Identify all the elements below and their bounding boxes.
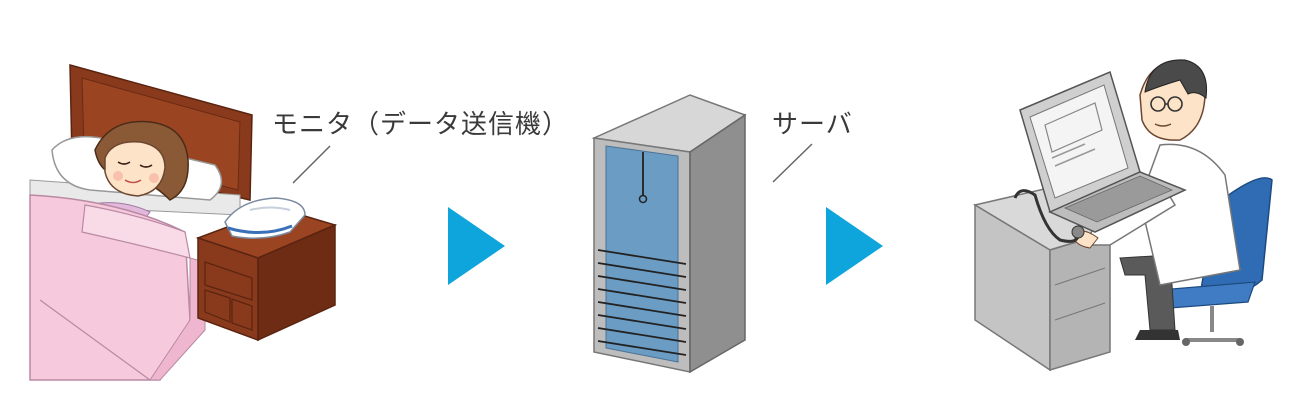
sleeping-patient-illustration (29, 64, 253, 381)
right-triangle-arrow (826, 207, 883, 285)
data-transmitter-device (224, 197, 306, 239)
server-tower-illustration (591, 94, 747, 374)
doctor-at-computer-illustration (973, 59, 1273, 372)
server-leader-line (772, 143, 813, 183)
server-label: サーバ (772, 110, 853, 140)
monitor-leader-line (292, 145, 331, 184)
monitor-label: モニタ（データ送信機） (272, 110, 570, 140)
right-triangle-arrow (448, 207, 505, 285)
